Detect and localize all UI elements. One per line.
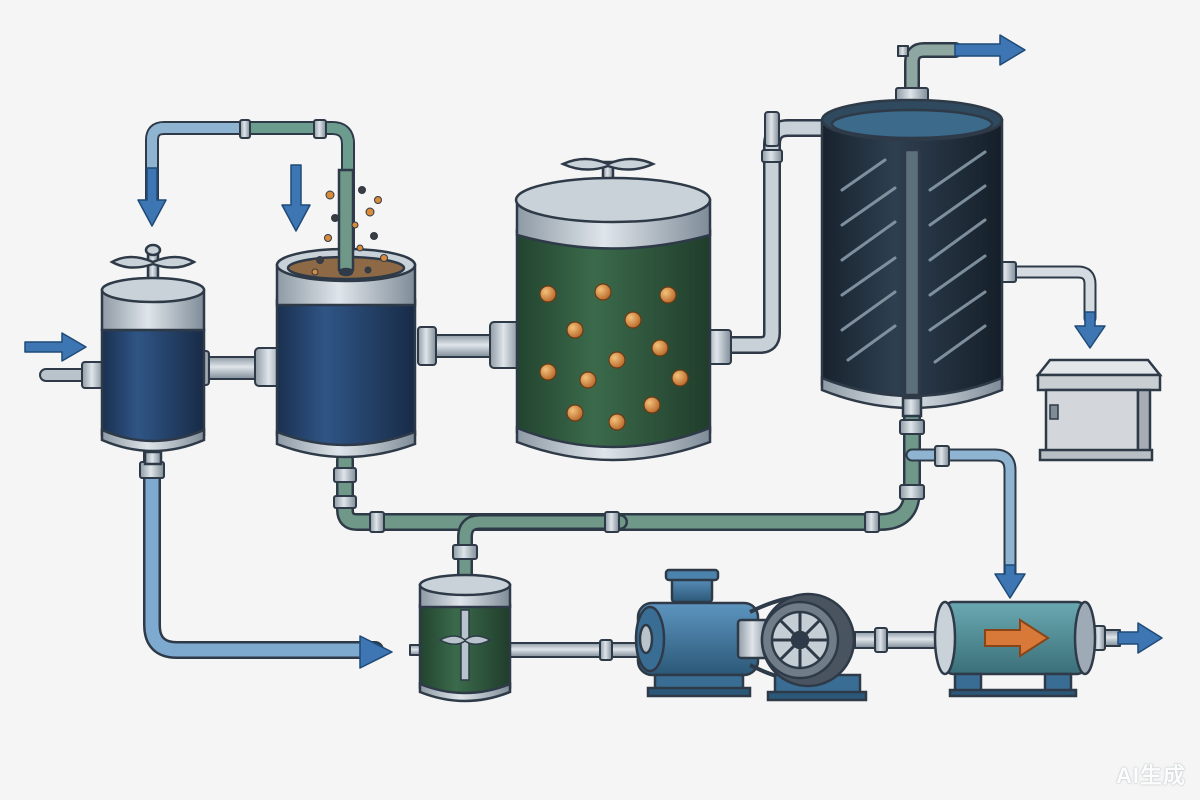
outlet-top-arrow bbox=[954, 34, 1026, 66]
drive-wheel bbox=[749, 592, 868, 702]
heater-cylinder bbox=[933, 600, 1097, 698]
pump-motor bbox=[634, 568, 772, 698]
inlet-arrow bbox=[24, 332, 87, 362]
membrane-baffles bbox=[840, 150, 987, 364]
pipe-network bbox=[39, 42, 1121, 661]
reject-down-arrow bbox=[1074, 311, 1106, 349]
bottom-feed-arrow bbox=[359, 635, 393, 669]
heater-flow-arrow bbox=[984, 618, 1050, 658]
resin-beads bbox=[539, 283, 689, 431]
membrane-filter-column bbox=[820, 98, 1004, 418]
recycle-down-arrow bbox=[137, 167, 167, 227]
ion-exchange-tank bbox=[514, 157, 712, 462]
watermark-text: AI生成 bbox=[1115, 763, 1186, 788]
bypass-down-arrow bbox=[994, 564, 1026, 599]
final-outlet-arrow bbox=[1117, 622, 1163, 654]
dose-down-arrow bbox=[281, 164, 311, 232]
mixing-vessel bbox=[418, 573, 512, 703]
pre-filter-vessel bbox=[100, 243, 206, 466]
recycle-pipe bbox=[145, 121, 355, 277]
flow-arrows bbox=[24, 34, 1163, 669]
collection-box bbox=[1035, 358, 1163, 462]
dosing-particles bbox=[311, 186, 388, 276]
